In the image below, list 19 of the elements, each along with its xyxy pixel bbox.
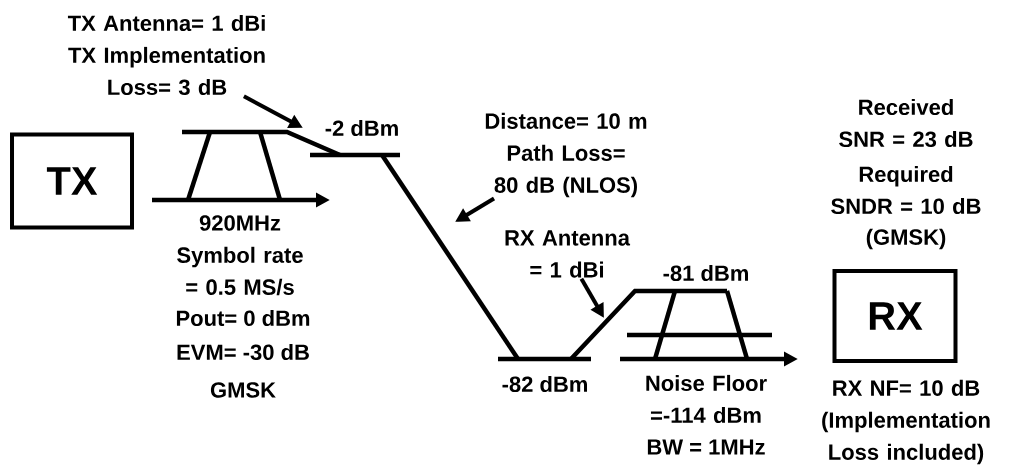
value-label: (GMSK) xyxy=(866,228,946,250)
value-label: Noise Floor =-114 dBm xyxy=(646,374,767,424)
value-label: -81 dBm xyxy=(663,264,748,282)
value-label: -2 dBm xyxy=(325,119,398,137)
value-label: RX NF= 10 dB (Implementation Loss included) xyxy=(822,379,990,465)
annotation-text: TX Antenna= 1 dBi TX Implementation Loss= 3 dB xyxy=(67,14,265,96)
transceiver-box: TX xyxy=(10,132,134,230)
annotation-text: RX Antenna = 1 dBi xyxy=(505,230,631,278)
value-label: 920MHz xyxy=(199,215,281,231)
value-label: Required SNDR = 10 dB xyxy=(831,165,981,215)
value-label: BW = 1MHz xyxy=(647,439,765,455)
value-label: Received SNR = 23 dB xyxy=(839,98,973,148)
value-label: Symbol rate = 0.5 MS/s xyxy=(177,246,303,296)
value-label: Pout= 0 dBm xyxy=(176,309,310,327)
value-label: GMSK xyxy=(210,382,276,398)
value-label: -82 dBm xyxy=(502,375,587,393)
transceiver-box: RX xyxy=(832,269,958,363)
annotation-text: Distance= 10 m Path Loss= 80 dB (NLOS) xyxy=(485,112,647,198)
value-label: EVM= -30 dB xyxy=(177,343,309,361)
